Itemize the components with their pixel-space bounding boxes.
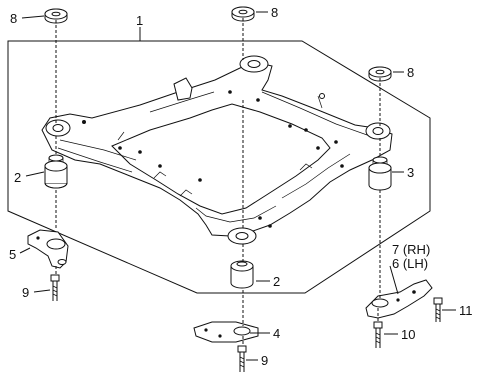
mount-pad-left: [45, 119, 86, 137]
callout-8-left: 8: [10, 11, 17, 26]
callout-9-left: 9: [22, 285, 29, 300]
leader-lines: [19, 11, 456, 361]
bushing-3-right: [368, 156, 392, 191]
callout-5: 5: [9, 247, 16, 262]
subframe-crossmember: [41, 61, 393, 237]
washer-8-center: [231, 6, 255, 22]
bushing-2-front: [230, 260, 254, 289]
mount-pad-right: [365, 122, 391, 140]
callout-2-left: 2: [14, 170, 21, 185]
callout-9-bottom: 9: [261, 353, 268, 368]
washer-8-left: [44, 8, 68, 24]
callout-7: 7 (RH): [392, 242, 430, 257]
callout-8-center: 8: [271, 5, 278, 20]
callout-10: 10: [401, 327, 415, 342]
callout-8-right: 8: [407, 65, 414, 80]
callout-2-bottom: 2: [273, 274, 280, 289]
bolt-10: [373, 321, 383, 348]
assembly-boundary-outline: [7, 40, 431, 294]
mount-pad-front-center: [227, 227, 257, 245]
washer-8-right: [368, 66, 392, 82]
callout-4: 4: [273, 326, 280, 341]
bolt-11: [433, 297, 443, 322]
bracket-6-7-right: [365, 279, 433, 319]
callout-6: 6 (LH): [392, 256, 428, 271]
bolt-9-bottom: [237, 345, 247, 372]
callout-3: 3: [407, 165, 414, 180]
callout-11: 11: [459, 303, 473, 318]
bushing-2-left: [44, 154, 68, 189]
mount-pad-rear-center: [239, 55, 269, 73]
bracket-4-front: [193, 321, 259, 343]
callout-1: 1: [136, 13, 143, 28]
bracket-5-left: [27, 229, 69, 269]
bolt-9-left: [50, 274, 60, 301]
